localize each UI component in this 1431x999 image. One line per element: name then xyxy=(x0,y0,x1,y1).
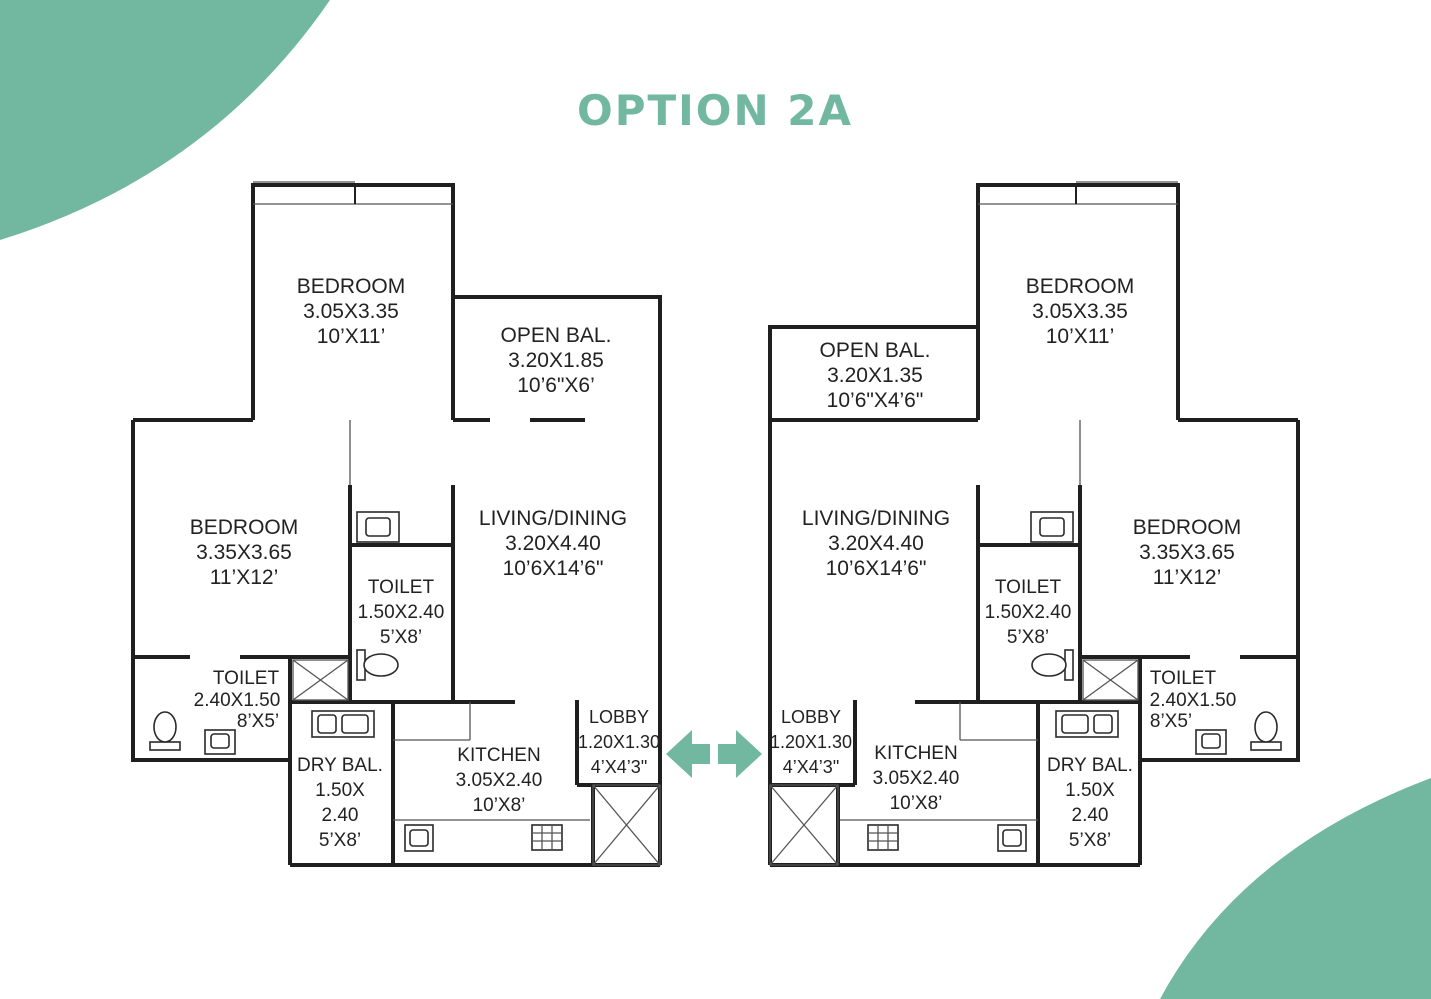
washbasin-icon xyxy=(1195,729,1227,755)
room-name: LOBBY xyxy=(589,707,649,727)
room-name: KITCHEN xyxy=(874,743,957,764)
room-open-balcony: OPEN BAL. 3.20X1.35 10’6"X4’6" xyxy=(820,339,931,412)
room-size-metric: 1.50X xyxy=(1065,780,1115,801)
room-toilet-middle: TOILET 1.50X2.40 5’X8’ xyxy=(985,577,1072,648)
room-size-imperial: 5’X8’ xyxy=(1069,830,1111,851)
room-size-imperial: 5’X8’ xyxy=(319,830,361,851)
room-living-dining: LIVING/DINING 3.20X4.40 10’6X14’6" xyxy=(802,507,950,580)
toilet-seat-icon xyxy=(149,711,181,751)
room-name: OPEN BAL. xyxy=(820,339,931,362)
room-size-imperial: 10’6X14’6" xyxy=(503,557,604,580)
room-size-imperial: 10’X11’ xyxy=(317,325,386,348)
room-size-imperial: 5’X8’ xyxy=(1007,627,1049,648)
room-size-metric: 3.20X4.40 xyxy=(828,532,924,555)
room-name: OPEN BAL. xyxy=(501,324,612,347)
room-size-metric: 3.35X3.65 xyxy=(196,541,292,564)
room-name: DRY BAL. xyxy=(1047,755,1133,776)
room-size-metric: 1.50X xyxy=(315,780,365,801)
room-name: TOILET xyxy=(368,577,435,598)
room-size-metric: 3.20X1.85 xyxy=(508,349,604,372)
room-size-imperial: 11’X12’ xyxy=(1153,566,1222,589)
room-kitchen: KITCHEN 3.05X2.40 10’X8’ xyxy=(873,743,960,814)
sink-icon xyxy=(997,824,1027,852)
floor-plan-left: BEDROOM 3.05X3.35 10’X11’ OPEN BAL. 3.20… xyxy=(131,181,662,867)
room-size-imperial: 10’6X14’6" xyxy=(826,557,927,580)
room-size-metric: 2.40X1.50 xyxy=(1150,690,1237,711)
room-size-metric: 1.20X1.30 xyxy=(578,732,660,752)
room-size-imperial: 10’6"X4’6" xyxy=(827,389,924,412)
room-toilet-middle: TOILET 1.50X2.40 5’X8’ xyxy=(358,577,445,648)
room-size-imperial: 5’X8’ xyxy=(380,627,422,648)
room-size-metric: 1.50X2.40 xyxy=(358,602,445,623)
stove-icon xyxy=(531,824,563,851)
page-title: OPTION 2A xyxy=(577,86,853,135)
room-size-metric: 3.20X1.35 xyxy=(827,364,923,387)
room-toilet-lower: TOILET 2.40X1.50 8’X5’ xyxy=(194,668,281,732)
washbasin-icon xyxy=(204,729,236,755)
room-kitchen: KITCHEN 3.05X2.40 10’X8’ xyxy=(456,745,543,816)
toilet-seat-icon xyxy=(1250,711,1282,751)
room-dry-balcony: DRY BAL. 1.50X 2.40 5’X8’ xyxy=(297,755,383,851)
room-size-metric: 3.20X4.40 xyxy=(505,532,601,555)
room-bedroom-left: BEDROOM 3.35X3.65 11’X12’ xyxy=(190,516,299,589)
room-toilet-lower: TOILET 2.40X1.50 8’X5’ xyxy=(1150,668,1237,732)
room-size-metric: 3.05X2.40 xyxy=(873,768,960,789)
room-name: DRY BAL. xyxy=(297,755,383,776)
room-name: BEDROOM xyxy=(1133,516,1242,539)
toilet-seat-icon xyxy=(1031,649,1074,681)
room-lobby: LOBBY 1.20X1.30 4’X4’3" xyxy=(770,707,852,777)
room-name: KITCHEN xyxy=(457,745,540,766)
room-size-imperial: 10’X8’ xyxy=(473,795,526,816)
toilet-seat-icon xyxy=(356,649,399,681)
room-size-imperial: 10’6"X6’ xyxy=(517,374,595,397)
room-open-balcony: OPEN BAL. 3.20X1.85 10’6"X6’ xyxy=(501,324,612,397)
room-size-imperial: 8’X5’ xyxy=(237,711,279,732)
room-name: TOILET xyxy=(1150,668,1217,689)
room-bedroom-top: BEDROOM 3.05X3.35 10’X11’ xyxy=(1026,275,1135,348)
room-name: BEDROOM xyxy=(1026,275,1135,298)
room-size-metric: 3.05X2.40 xyxy=(456,770,543,791)
room-size-metric: 2.40X1.50 xyxy=(194,690,281,711)
room-name: BEDROOM xyxy=(190,516,299,539)
room-size-metric-2: 2.40 xyxy=(322,805,359,826)
sink-icon xyxy=(1055,710,1119,738)
room-name: LIVING/DINING xyxy=(479,507,627,530)
room-size-metric: 3.35X3.65 xyxy=(1139,541,1235,564)
room-bedroom-right: BEDROOM 3.35X3.65 11’X12’ xyxy=(1133,516,1242,589)
washbasin-icon xyxy=(356,511,400,543)
room-name: LOBBY xyxy=(781,707,841,727)
sink-icon xyxy=(404,824,434,852)
floor-plan-right: BEDROOM 3.05X3.35 10’X11’ OPEN BAL. 3.20… xyxy=(768,181,1300,867)
room-size-metric-2: 2.40 xyxy=(1072,805,1109,826)
mirror-arrows-icon xyxy=(666,730,762,778)
sink-icon xyxy=(311,710,375,738)
room-name: LIVING/DINING xyxy=(802,507,950,530)
room-lobby: LOBBY 1.20X1.30 4’X4’3" xyxy=(578,707,660,777)
room-name: TOILET xyxy=(995,577,1062,598)
room-bedroom-top: BEDROOM 3.05X3.35 10’X11’ xyxy=(297,275,406,348)
corner-decoration-bottom-right xyxy=(1160,778,1431,999)
corner-decoration-top-left xyxy=(0,0,330,240)
room-living-dining: LIVING/DINING 3.20X4.40 10’6X14’6" xyxy=(479,507,627,580)
room-size-metric: 1.20X1.30 xyxy=(770,732,852,752)
room-size-imperial: 11’X12’ xyxy=(210,566,279,589)
room-size-imperial: 10’X8’ xyxy=(890,793,943,814)
room-size-imperial: 4’X4’3" xyxy=(783,757,839,777)
washbasin-icon xyxy=(1030,511,1074,543)
room-size-metric: 1.50X2.40 xyxy=(985,602,1072,623)
room-name: TOILET xyxy=(213,668,280,689)
room-dry-balcony: DRY BAL. 1.50X 2.40 5’X8’ xyxy=(1047,755,1133,851)
room-size-metric: 3.05X3.35 xyxy=(303,300,399,323)
room-size-metric: 3.05X3.35 xyxy=(1032,300,1128,323)
room-size-imperial: 4’X4’3" xyxy=(591,757,647,777)
room-size-imperial: 8’X5’ xyxy=(1150,711,1192,732)
room-name: BEDROOM xyxy=(297,275,406,298)
stove-icon xyxy=(867,824,899,851)
room-size-imperial: 10’X11’ xyxy=(1046,325,1115,348)
